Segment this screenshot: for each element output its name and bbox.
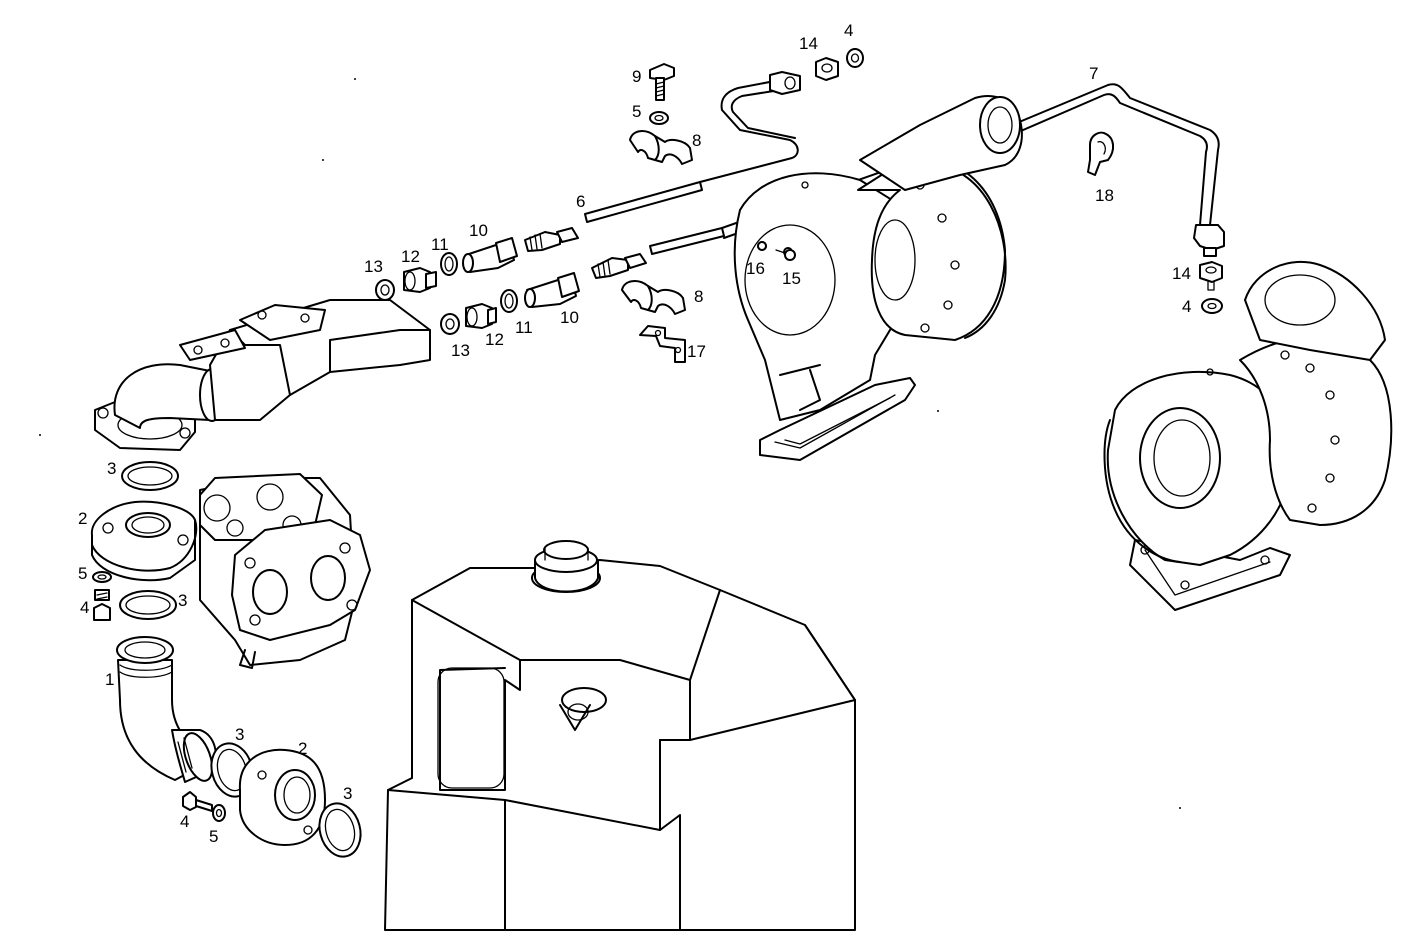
exhaust-manifold	[94, 299, 431, 451]
callout-13: 13	[451, 341, 470, 360]
callout-12: 12	[401, 247, 420, 266]
callout-11: 11	[515, 318, 533, 337]
bolt-lower	[182, 791, 226, 822]
callout-2: 2	[298, 739, 307, 758]
connector-6-upper	[524, 227, 579, 252]
callout-4: 4	[80, 598, 89, 617]
callout-12: 12	[485, 330, 504, 349]
callout-10: 10	[469, 221, 488, 240]
callout-7: 7	[1089, 64, 1098, 83]
oil-line-6	[699, 71, 801, 183]
nipple-12-upper	[403, 267, 437, 293]
callout-14: 14	[799, 34, 818, 53]
clip-18	[1087, 131, 1114, 176]
callout-13: 13	[364, 257, 383, 276]
callout-8: 8	[694, 287, 703, 306]
gasket-lower-right	[318, 802, 362, 858]
clamp-8-lower	[621, 280, 686, 315]
callout-5: 5	[78, 564, 87, 583]
turbocharger-centre	[733, 95, 1023, 461]
callout-14: 14	[1172, 264, 1191, 283]
washer-4-top	[846, 48, 864, 68]
callout-10: 10	[560, 308, 579, 327]
callout-4: 4	[844, 21, 853, 40]
callout-2: 2	[78, 509, 87, 528]
oil-line-7	[721, 83, 1225, 257]
callout-8: 8	[692, 131, 701, 150]
pump-housing	[199, 473, 371, 669]
nut-14-top	[815, 57, 839, 81]
callout-5: 5	[209, 827, 218, 846]
callout-16: 16	[746, 259, 765, 278]
bracket-17	[639, 325, 686, 363]
flange-upper	[90, 500, 198, 582]
callout-3: 3	[343, 784, 352, 803]
bolt-left-upper	[92, 571, 112, 621]
callout-15: 15	[782, 269, 801, 288]
callout-3: 3	[107, 459, 116, 478]
clamp-8-upper	[629, 130, 693, 165]
callout-4: 4	[1182, 297, 1191, 316]
callout-18: 18	[1095, 186, 1114, 205]
plug-16	[757, 241, 767, 251]
seal-11-upper	[440, 252, 458, 276]
washer-13-upper	[375, 279, 395, 301]
adapter-10-lower	[524, 272, 580, 308]
turbocharger-right	[1103, 260, 1393, 611]
gasket-upper	[121, 461, 179, 491]
nut-14-right	[1199, 261, 1223, 291]
oil-filler-cap	[531, 540, 601, 593]
scan-specks	[39, 78, 1181, 809]
callout-6: 6	[576, 192, 585, 211]
callout-3: 3	[178, 591, 187, 610]
bolt-9	[649, 63, 675, 101]
callout-11: 11	[431, 235, 449, 254]
washer-13-lower	[440, 313, 460, 335]
engine-block	[384, 559, 856, 931]
callout-5: 5	[632, 102, 641, 121]
gasket-middle	[119, 590, 177, 620]
connector-7-lower	[591, 253, 647, 279]
callout-3: 3	[235, 725, 244, 744]
callout-17: 17	[687, 342, 706, 361]
callout-labels: 1 2 2 3 3 3 3 4 4 4 4 5 5 5 6 7 8 8 9 10…	[78, 21, 1191, 846]
washer-4-right	[1201, 298, 1223, 314]
nipple-12-lower	[465, 303, 497, 329]
seal-11-lower	[500, 289, 518, 313]
screw-15	[775, 249, 796, 261]
flange-lower	[238, 748, 326, 846]
callout-1: 1	[105, 670, 114, 689]
callout-9: 9	[632, 67, 641, 86]
elbow-pipe	[116, 636, 217, 783]
callout-4: 4	[180, 812, 189, 831]
pipe-7-short	[649, 227, 725, 255]
adapter-10-upper	[462, 237, 518, 273]
washer-5-top	[649, 111, 669, 125]
pipe-6	[584, 181, 703, 223]
